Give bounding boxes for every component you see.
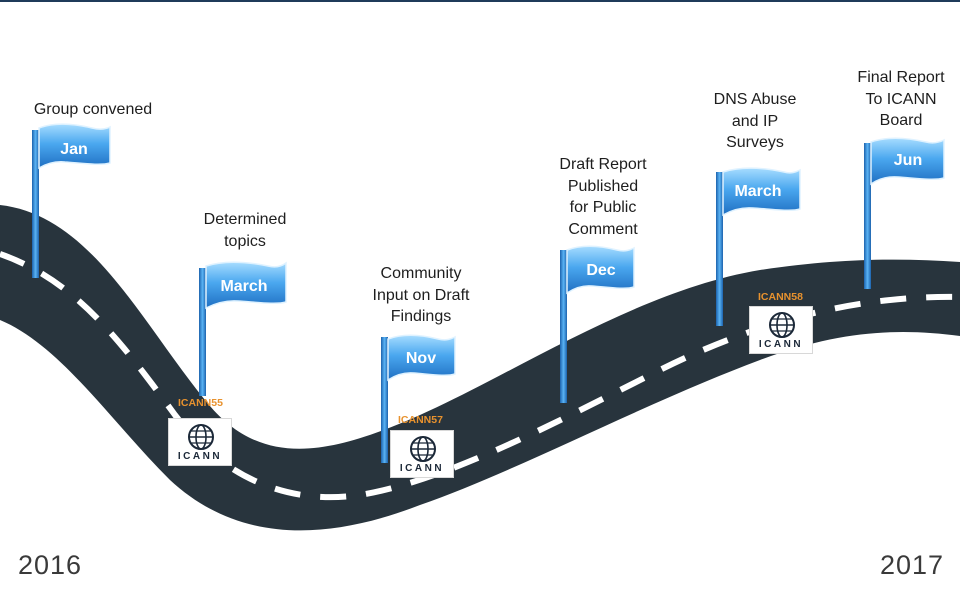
- milestone-description: Determined topics: [203, 211, 287, 250]
- icann-logo: ICANN: [749, 306, 813, 354]
- meeting-code: ICANN55: [178, 397, 223, 409]
- flag-month-label: Dec: [586, 262, 615, 279]
- milestone-description: Final Report To ICANN Board: [857, 69, 945, 129]
- flag-month-label: March: [220, 278, 267, 295]
- milestone-flag: [716, 167, 801, 326]
- icann-wordmark: ICANN: [399, 463, 445, 474]
- milestone-flag: [199, 261, 287, 396]
- icann-wordmark: ICANN: [177, 451, 223, 462]
- flag-month-label: Jan: [60, 141, 88, 158]
- globe-icon: [769, 312, 795, 338]
- globe-icon: [188, 424, 214, 450]
- milestone-description: Draft Report Published for Public Commen…: [559, 156, 647, 238]
- milestone-flag: [864, 137, 945, 289]
- milestone-description: Community Input on Draft Findings: [372, 265, 470, 325]
- milestone-flag: [32, 123, 111, 278]
- globe-icon: [410, 436, 436, 462]
- meeting-code: ICANN58: [758, 291, 803, 303]
- flag-month-label: Nov: [406, 350, 436, 367]
- flag-month-label: Jun: [894, 152, 922, 169]
- end-year: 2017: [880, 550, 945, 580]
- start-year: 2016: [18, 550, 83, 580]
- milestone-description: Group convened: [33, 101, 153, 118]
- meeting-code: ICANN57: [398, 414, 443, 426]
- top-rule: [0, 0, 960, 2]
- flag-month-label: March: [734, 183, 781, 200]
- milestone-flag: [381, 334, 456, 463]
- icann-logo: ICANN: [168, 418, 232, 466]
- road: [0, 205, 960, 531]
- milestone-flag: [560, 245, 635, 403]
- milestone-description: DNS Abuse and IP Surveys: [713, 91, 797, 151]
- icann-wordmark: ICANN: [758, 339, 804, 350]
- icann-logo: ICANN: [390, 430, 454, 478]
